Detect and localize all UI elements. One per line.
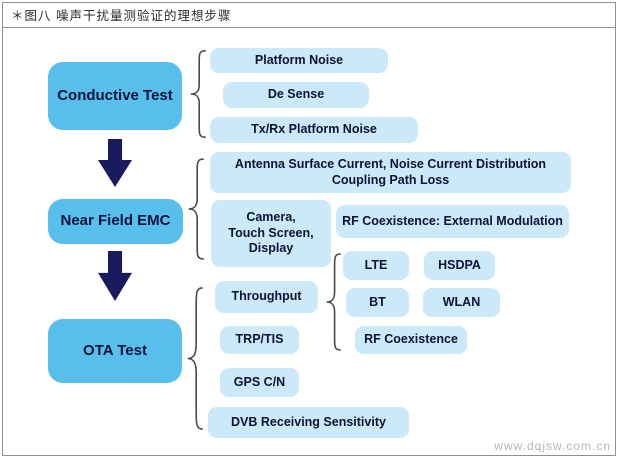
item-trp-tis-label: TRP/TIS — [235, 332, 284, 347]
down-arrow-icon — [98, 251, 132, 301]
item-lte: LTE — [343, 251, 409, 280]
item-txrx-platform-noise: Tx/Rx Platform Noise — [210, 117, 418, 143]
item-lte-label: LTE — [364, 257, 388, 272]
item-rf-coexistence: RF Coexistence — [355, 326, 467, 354]
item-camera-touchscreen-display: Camera, Touch Screen, Display — [211, 200, 331, 267]
item-camera-line1: Camera, — [246, 210, 296, 225]
item-gps-cn: GPS C/N — [220, 368, 299, 397]
item-camera-line2: Touch Screen, — [228, 225, 314, 240]
item-throughput-label: Throughput — [231, 289, 302, 304]
item-throughput: Throughput — [215, 281, 318, 313]
stage-ota-test: OTA Test — [48, 319, 182, 383]
item-wlan: WLAN — [423, 288, 500, 317]
stage-conductive-test-label: Conductive Test — [57, 86, 173, 104]
figure-title: ＊图八 噪声干扰量测验证的理想步骤 — [11, 9, 232, 23]
item-antenna-surface-current: Antenna Surface Current, Noise Current D… — [210, 152, 571, 193]
item-hsdpa: HSDPA — [424, 251, 495, 280]
stage-conductive-test: Conductive Test — [48, 62, 182, 130]
item-rf-coexistence-label: RF Coexistence — [364, 332, 458, 347]
item-rf-coex-ext-label: RF Coexistence: External Modulation — [342, 213, 563, 228]
item-bt-label: BT — [369, 294, 386, 309]
watermark-text: www.dqjsw.com.cn — [494, 439, 611, 453]
brace-near-field-items — [187, 157, 204, 261]
stage-near-field-emc: Near Field EMC — [48, 199, 183, 244]
item-trp-tis: TRP/TIS — [220, 326, 299, 354]
brace-ota-items — [186, 285, 203, 432]
item-bt: BT — [346, 288, 409, 317]
item-txrx-platform-noise-label: Tx/Rx Platform Noise — [251, 122, 377, 137]
item-hsdpa-label: HSDPA — [438, 257, 481, 272]
figure-title-bar: ＊图八 噪声干扰量测验证的理想步骤 — [2, 2, 616, 28]
item-rf-coexistence-external-modulation: RF Coexistence: External Modulation — [336, 205, 569, 238]
item-wlan-label: WLAN — [442, 294, 481, 309]
stage-ota-test-label: OTA Test — [83, 341, 147, 359]
item-platform-noise-label: Platform Noise — [254, 52, 344, 67]
item-gps-cn-label: GPS C/N — [233, 374, 286, 389]
item-antenna-line1: Antenna Surface Current, Noise Current D… — [234, 156, 547, 171]
item-de-sense: De Sense — [223, 82, 369, 108]
item-platform-noise: Platform Noise — [210, 48, 388, 73]
down-arrow-icon — [98, 139, 132, 187]
brace-conductive-items — [189, 49, 206, 139]
stage-near-field-emc-label: Near Field EMC — [60, 212, 171, 230]
item-dvb-label: DVB Receiving Sensitivity — [231, 414, 386, 429]
item-de-sense-label: De Sense — [267, 87, 325, 102]
item-camera-line3: Display — [248, 241, 294, 256]
brace-throughput-children — [325, 252, 341, 352]
item-dvb-receiving-sensitivity: DVB Receiving Sensitivity — [208, 407, 409, 438]
item-antenna-line2: Coupling Path Loss — [331, 172, 450, 187]
